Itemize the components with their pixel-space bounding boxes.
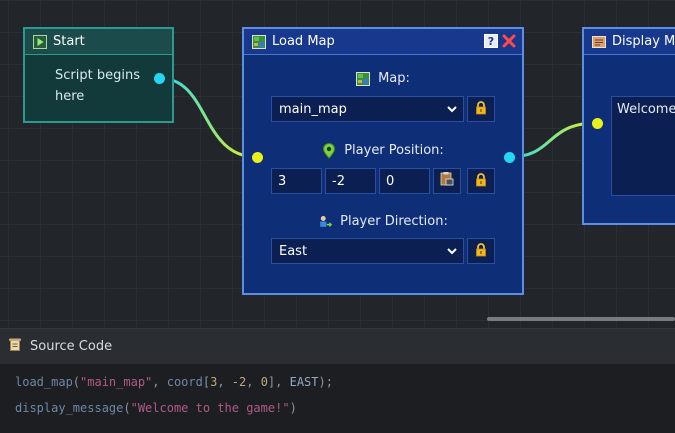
play-icon bbox=[33, 34, 47, 49]
source-panel-header: Source Code bbox=[0, 328, 675, 364]
position-x-input[interactable]: 3 bbox=[271, 168, 322, 194]
map-icon bbox=[356, 71, 371, 86]
horizontal-scrollbar[interactable] bbox=[487, 317, 675, 321]
lock-icon bbox=[474, 242, 488, 261]
pick-position-button[interactable] bbox=[433, 168, 461, 194]
direction-field-label: Player Direction: bbox=[244, 214, 522, 229]
start-node-title: Start bbox=[53, 34, 85, 49]
position-y-input[interactable]: -2 bbox=[325, 168, 376, 194]
code-line-1: load_map("main_map", coord[3, -2, 0], EA… bbox=[15, 375, 333, 389]
source-panel-title: Source Code bbox=[30, 339, 113, 354]
chevron-down-icon bbox=[446, 103, 458, 119]
start-node[interactable]: Start Script begins here bbox=[23, 27, 174, 123]
scroll-icon bbox=[8, 338, 22, 356]
direction-dropdown-value: East bbox=[279, 243, 308, 259]
message-icon bbox=[592, 35, 606, 49]
display-message-header[interactable]: Display Me bbox=[584, 29, 675, 55]
clipboard-icon bbox=[439, 171, 455, 191]
load-map-header[interactable]: Load Map bbox=[244, 29, 522, 55]
start-node-description: Script begins here bbox=[55, 68, 140, 104]
position-z-input[interactable]: 0 bbox=[379, 168, 430, 194]
chevron-down-icon bbox=[446, 245, 458, 261]
start-output-pin[interactable] bbox=[154, 73, 165, 84]
display-message-input-pin[interactable] bbox=[592, 118, 603, 129]
map-dropdown-value: main_map bbox=[279, 101, 347, 117]
map-dropdown[interactable]: main_map bbox=[271, 96, 464, 122]
position-lock-button[interactable] bbox=[467, 168, 495, 194]
source-code-editor[interactable]: load_map("main_map", coord[3, -2, 0], EA… bbox=[0, 364, 675, 433]
load-map-node[interactable]: Load Map ? Map: main_map bbox=[242, 27, 524, 295]
direction-lock-button[interactable] bbox=[467, 238, 495, 264]
display-message-title: Display Me bbox=[612, 34, 675, 49]
position-field-label: Player Position: bbox=[244, 142, 522, 159]
direction-dropdown[interactable]: East bbox=[271, 238, 464, 264]
location-pin-icon bbox=[322, 142, 336, 159]
close-icon[interactable] bbox=[502, 34, 516, 48]
map-lock-button[interactable] bbox=[467, 96, 495, 122]
help-icon[interactable]: ? bbox=[484, 34, 498, 48]
lock-icon bbox=[474, 100, 488, 119]
load-map-title: Load Map bbox=[272, 34, 335, 49]
message-text-area[interactable]: Welcome bbox=[611, 96, 675, 196]
wire-start-to-loadmap bbox=[158, 76, 258, 159]
map-field-label: Map: bbox=[244, 71, 522, 86]
load-map-input-pin[interactable] bbox=[252, 152, 263, 163]
load-map-output-pin[interactable] bbox=[504, 152, 515, 163]
code-line-2: display_message("Welcome to the game!") bbox=[15, 401, 297, 415]
graph-canvas[interactable]: Start Script begins here Load Map ? bbox=[0, 0, 675, 328]
person-direction-icon bbox=[318, 215, 333, 229]
lock-icon bbox=[474, 172, 488, 191]
map-icon bbox=[252, 34, 266, 49]
start-node-header[interactable]: Start bbox=[25, 29, 172, 55]
